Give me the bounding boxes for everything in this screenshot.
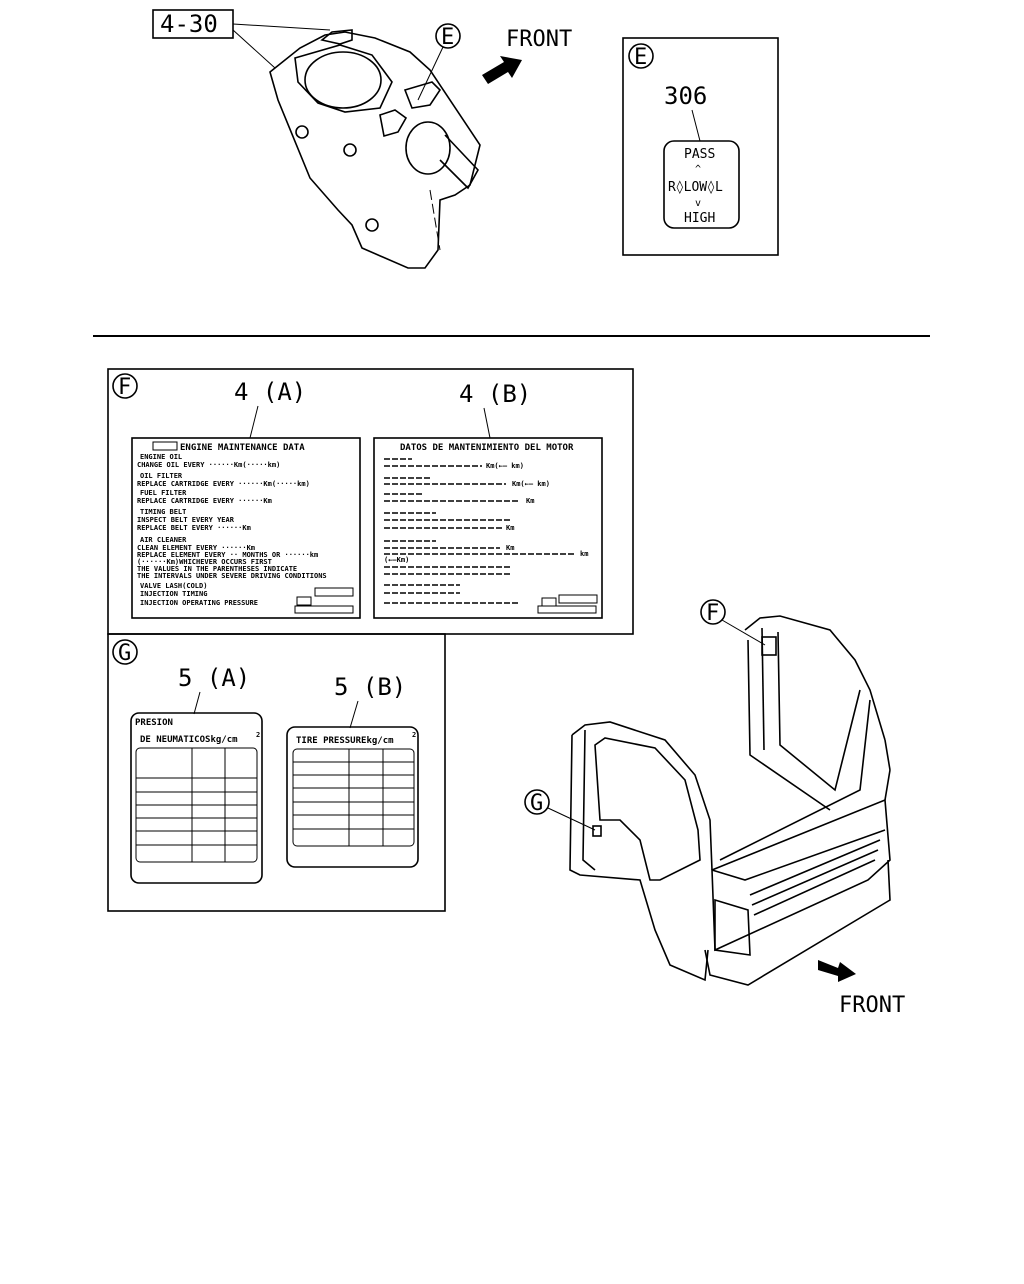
front-label-bottom: FRONT xyxy=(839,993,905,1018)
card-a-lines: ENGINE OIL CHANGE OIL EVERY ······Km(···… xyxy=(137,453,327,607)
cab-callout-f: F xyxy=(706,601,719,626)
callout-e-text: E xyxy=(441,25,454,50)
tire-card-b-grid xyxy=(292,748,415,847)
svg-text:REPLACE CARTRIDGE EVERY ······: REPLACE CARTRIDGE EVERY ······Km xyxy=(137,497,272,505)
svg-text:(······Km)WHICHEVER OCCURS FIR: (······Km)WHICHEVER OCCURS FIRST xyxy=(137,558,272,566)
svg-text:THE INTERVALS UNDER SEVERE DRI: THE INTERVALS UNDER SEVERE DRIVING CONDI… xyxy=(137,572,327,580)
detail-e-panel: E 306 PASS ^ R◊LOW◊L v HIGH xyxy=(622,37,779,256)
card-b-unit-5: Km xyxy=(506,544,514,552)
svg-text:THE VALUES IN THE PARENTHESES: THE VALUES IN THE PARENTHESES INDICATE xyxy=(137,565,297,573)
label-4b: 4 (B) xyxy=(459,380,531,408)
label-5a: 5 (A) xyxy=(178,664,250,692)
switch-pass-text: PASS xyxy=(684,147,715,162)
engine-maintenance-card-en xyxy=(131,437,361,619)
svg-text:2: 2 xyxy=(256,731,260,739)
svg-text:TIMING BELT: TIMING BELT xyxy=(140,508,186,516)
svg-text:ENGINE OIL: ENGINE OIL xyxy=(140,453,182,461)
detail-g-circle-text: G xyxy=(118,641,131,666)
svg-text:v: v xyxy=(695,198,701,209)
cab-callout-g: G xyxy=(530,791,543,816)
svg-text:REPLACE BELT EVERY ······Km: REPLACE BELT EVERY ······Km xyxy=(137,524,251,532)
ref-4-30-label: 4-30 xyxy=(160,10,218,38)
card-b-unit-4: Km xyxy=(506,524,514,532)
card-b-unit-3: Km xyxy=(526,497,534,505)
card-b-unit-6: km xyxy=(580,550,588,558)
svg-text:CLEAN ELEMENT EVERY ······Km: CLEAN ELEMENT EVERY ······Km xyxy=(137,544,255,552)
front-label-top: FRONT xyxy=(506,27,572,52)
truck-cab-drawing: F G FRONT xyxy=(524,599,905,1018)
tire-card-a-line1: PRESION xyxy=(135,718,173,728)
svg-text:INJECTION TIMING: INJECTION TIMING xyxy=(140,590,207,598)
card-b-unit-7: (←—Km) xyxy=(384,556,409,564)
tire-card-a-line2: DE NEUMATICOSkg/cm xyxy=(140,735,238,745)
card-b-unit-1: Km(←— km) xyxy=(486,462,524,470)
svg-text:^: ^ xyxy=(695,164,701,175)
card-b-unit-2: Km(←— km) xyxy=(512,480,550,488)
card-a-title: ENGINE MAINTENANCE DATA xyxy=(180,443,305,453)
svg-text:VALVE LASH(COLD): VALVE LASH(COLD) xyxy=(140,582,207,590)
svg-text:OIL FILTER: OIL FILTER xyxy=(140,472,183,480)
label-4a: 4 (A) xyxy=(234,378,306,406)
switch-high-text: HIGH xyxy=(684,211,715,226)
front-arrow-top-icon xyxy=(482,56,522,84)
svg-text:AIR CLEANER: AIR CLEANER xyxy=(140,536,187,544)
svg-text:REPLACE CARTRIDGE EVERY ······: REPLACE CARTRIDGE EVERY ······Km(·····km… xyxy=(137,480,310,488)
column-switch-drawing: 4-30 E FRONT xyxy=(152,9,572,269)
detail-e-circle-text: E xyxy=(634,45,647,70)
detail-f-panel: F 4 (A) 4 (B) ENGINE MAINTENANCE DATA EN… xyxy=(107,368,634,635)
switch-label-plate xyxy=(663,140,740,229)
detail-g-panel: G 5 (A) 5 (B) PRESION DE NEUMATICOSkg/cm… xyxy=(107,633,446,912)
svg-text:REPLACE ELEMENT EVERY ·· MONTH: REPLACE ELEMENT EVERY ·· MONTHS OR ·····… xyxy=(137,551,318,559)
front-arrow-bottom-icon xyxy=(818,960,856,982)
part-306-label: 306 xyxy=(664,82,707,110)
label-5b: 5 (B) xyxy=(334,673,406,701)
engine-maintenance-card-es xyxy=(373,437,603,619)
svg-text:CHANGE OIL EVERY ······Km(····: CHANGE OIL EVERY ······Km(·····km) xyxy=(137,461,280,469)
tire-card-a-grid xyxy=(135,747,258,863)
svg-text:2: 2 xyxy=(412,731,416,739)
tire-pressure-card-en xyxy=(286,726,419,868)
switch-low-text: R◊LOW◊L xyxy=(668,180,723,195)
card-b-placeholder-lines xyxy=(384,458,576,604)
tire-card-b-line1: TIRE PRESSUREkg/cm xyxy=(296,736,394,746)
svg-text:INSPECT BELT EVERY YEAR: INSPECT BELT EVERY YEAR xyxy=(137,516,235,524)
tire-pressure-card-es xyxy=(130,712,263,884)
svg-text:INJECTION OPERATING PRESSURE: INJECTION OPERATING PRESSURE xyxy=(140,599,258,607)
card-b-title: DATOS DE MANTENIMIENTO DEL MOTOR xyxy=(400,443,574,453)
detail-f-circle-text: F xyxy=(118,375,131,400)
callout-e-circle xyxy=(435,23,461,49)
svg-text:FUEL FILTER: FUEL FILTER xyxy=(140,489,187,497)
